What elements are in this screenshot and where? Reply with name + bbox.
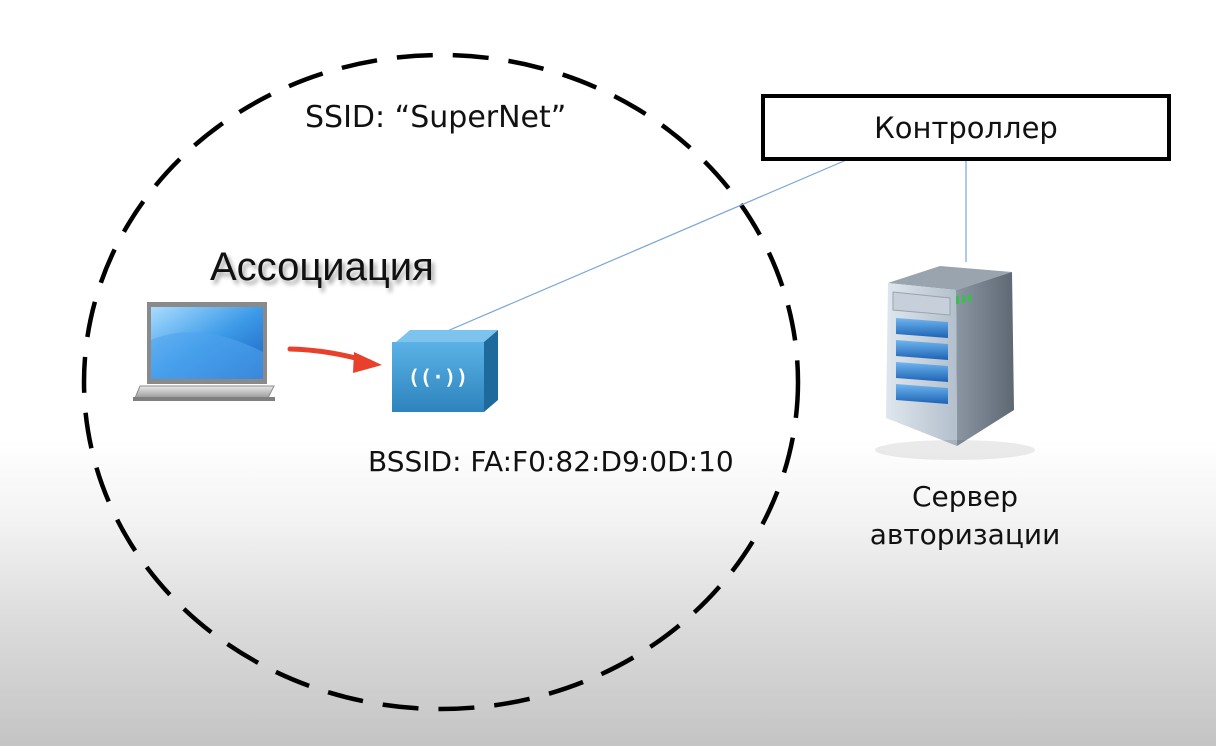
ssid-label: SSID: “SuperNet” xyxy=(305,100,567,135)
access-point-icon: ((·)) xyxy=(392,330,498,412)
bssid-label: BSSID: FA:F0:82:D9:0D:10 xyxy=(368,445,734,478)
association-label: Ассоциация xyxy=(210,245,434,289)
laptop-icon xyxy=(133,302,275,401)
ap-controller-link xyxy=(437,154,859,336)
server-label-line1: Сервер xyxy=(911,480,1019,513)
arrow-icon xyxy=(287,346,382,373)
controller-label: Контроллер xyxy=(874,110,1058,145)
server-label-line2: авторизации xyxy=(869,518,1061,551)
server-label: Сервер авторизации xyxy=(830,478,1100,554)
server-icon xyxy=(875,266,1035,460)
svg-text:((·)): ((·)) xyxy=(408,365,468,389)
controller-box: Контроллер xyxy=(761,94,1171,161)
coverage-circle xyxy=(81,52,801,712)
